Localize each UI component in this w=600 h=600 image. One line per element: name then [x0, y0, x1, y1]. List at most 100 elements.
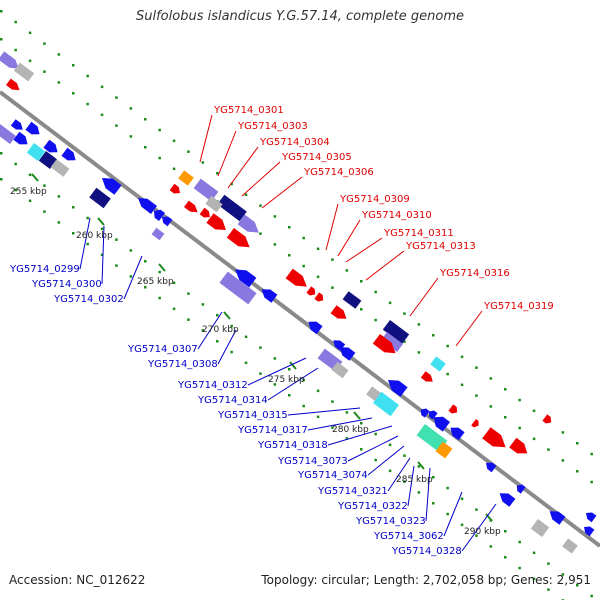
gc-dot: [460, 383, 464, 387]
gc-dot: [576, 442, 579, 445]
gc-dot: [302, 404, 305, 408]
gene-shape: [339, 347, 356, 361]
gene-arrow: [161, 216, 173, 227]
gc-dot: [144, 286, 147, 289]
gc-dot: [374, 432, 377, 436]
map-title: Sulfolobus islandicus Y.G.57.14, complet…: [136, 9, 464, 24]
gc-dot: [72, 232, 75, 235]
tick-mark: [158, 263, 166, 272]
gene-shape: [13, 62, 35, 82]
gc-dot: [561, 459, 565, 462]
gc-dot: [446, 344, 449, 348]
gene-shape: [509, 437, 528, 454]
gene-box: [416, 424, 448, 452]
gene-arrow: [5, 78, 20, 91]
gc-dot: [446, 486, 449, 490]
gc-dot: [288, 368, 291, 371]
reverse-gene-label: YG5714_0315: [217, 410, 288, 421]
gene-box: [151, 227, 165, 241]
gc-dot: [561, 573, 565, 576]
accession-text: Accession: NC_012622: [9, 573, 146, 587]
reverse-gene-label: YG5714_0307: [127, 344, 198, 355]
gc-dot: [576, 470, 579, 473]
gc-dot: [288, 394, 291, 397]
gene-shape: [435, 441, 453, 459]
gene-arrow: [235, 269, 257, 288]
gc-dot: [489, 545, 493, 548]
gc-dot: [388, 469, 392, 473]
gc-dot: [201, 161, 205, 164]
gc-dot: [158, 270, 161, 274]
reverse-leader-line: [461, 503, 497, 552]
tick-mark: [31, 173, 39, 182]
gene-shape: [101, 178, 122, 195]
gene-shape: [219, 271, 257, 305]
gc-dot: [86, 242, 89, 246]
gc-dot: [532, 577, 536, 581]
gene-shape: [372, 334, 396, 354]
reverse-leader-line: [267, 367, 319, 401]
gene-shape: [237, 214, 259, 233]
genome-backbone: [0, 90, 600, 548]
tick-label: 275 kbp: [268, 375, 305, 385]
gene-shape: [5, 78, 20, 91]
gene-shape: [482, 427, 506, 448]
gc-dot: [187, 318, 190, 321]
gc-dot: [504, 556, 507, 559]
forward-gene-label: YG5714_0311: [383, 228, 454, 239]
gc-dot: [331, 426, 334, 429]
gene-box: [205, 195, 223, 213]
gc-dot: [316, 247, 320, 251]
gene-arrow: [169, 183, 181, 194]
gc-dot: [43, 210, 46, 213]
gene-arrow: [372, 334, 396, 354]
forward-leader-line: [227, 146, 259, 189]
gene-arrow: [199, 207, 211, 218]
gc-dot: [72, 64, 75, 67]
reverse-gene-label: YG5714_0302: [53, 294, 124, 305]
topology-text: Topology: circular; Length: 2,702,058 bp…: [261, 573, 591, 587]
gene-shape: [331, 361, 349, 379]
gc-dot: [244, 335, 248, 339]
gene-shape: [206, 213, 227, 230]
gene-shape: [387, 380, 408, 397]
reverse-leader-line: [197, 311, 223, 350]
gc-dot: [115, 238, 118, 241]
gc-dot: [187, 150, 190, 153]
forward-gene-label: YG5714_0309: [339, 194, 410, 205]
reverse-gene-label: YG5714_3073: [277, 456, 348, 467]
gene-arrow: [13, 131, 28, 145]
gc-dots-layer: [0, 10, 593, 600]
gene-shape: [137, 198, 158, 214]
gc-dot: [115, 124, 118, 127]
forward-gene-label: YG5714_0304: [259, 137, 330, 148]
gc-dot: [86, 74, 89, 78]
gene-shape: [178, 170, 194, 186]
gc-dot: [547, 588, 550, 591]
gc-dot: [302, 264, 305, 268]
reverse-leader-line: [407, 465, 415, 507]
gc-dot: [230, 350, 233, 354]
reverse-gene-label: YG5714_3062: [373, 531, 444, 542]
gene-arrow: [387, 380, 408, 397]
gene-box: [435, 441, 453, 459]
gc-dot: [489, 377, 493, 380]
gene-shape: [217, 194, 247, 222]
gc-dot: [259, 204, 262, 207]
gene-box: [193, 178, 219, 202]
gc-dot: [28, 31, 32, 35]
forward-gene-label: YG5714_0316: [439, 268, 510, 279]
gc-dot: [475, 534, 478, 537]
gene-shape: [169, 183, 181, 194]
gene-shape: [183, 200, 198, 213]
gc-dot: [0, 178, 3, 181]
gene-arrow: [420, 408, 430, 418]
gc-dot: [172, 307, 176, 311]
gc-dot: [158, 156, 161, 160]
gc-dot: [72, 206, 75, 209]
gc-dot: [216, 340, 219, 343]
gene-box: [372, 391, 400, 417]
gene-box: [380, 332, 404, 352]
gene-box: [50, 159, 70, 177]
